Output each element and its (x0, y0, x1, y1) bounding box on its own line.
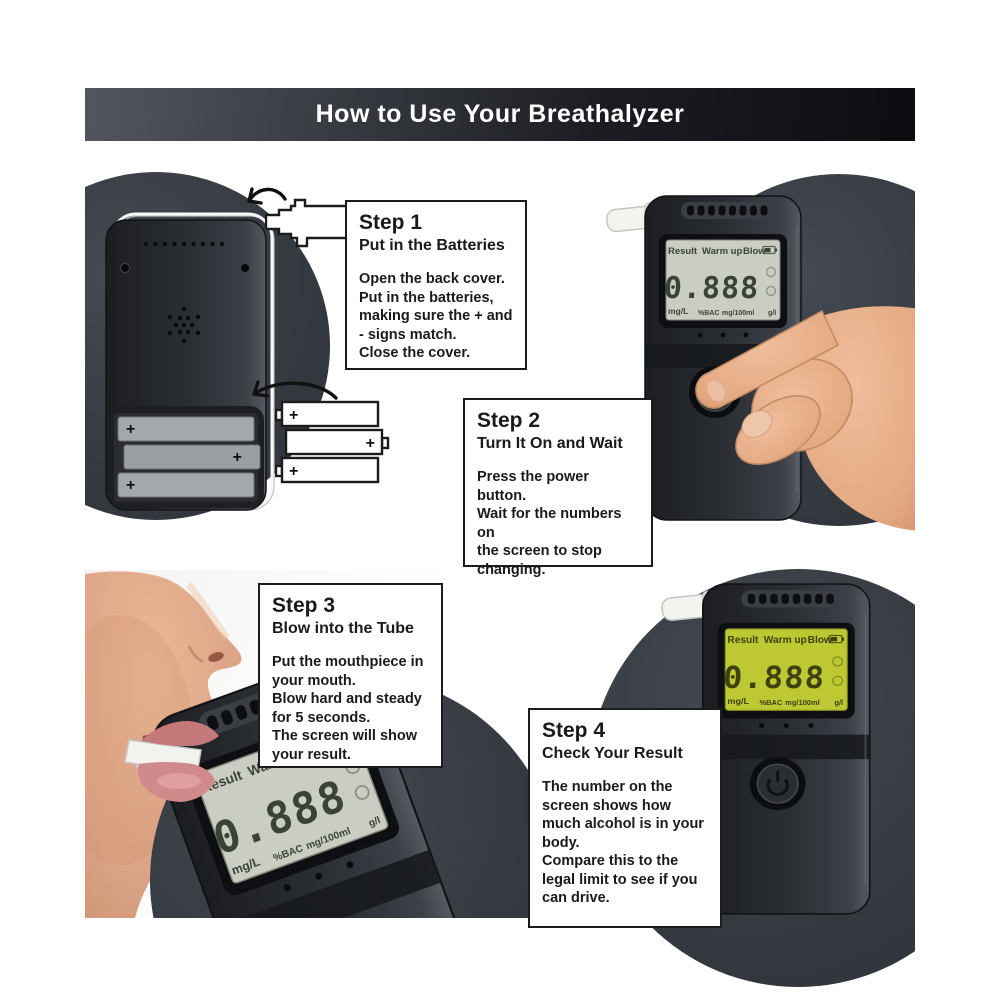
lcd-screen (665, 239, 781, 321)
nose-crease (187, 645, 204, 664)
lip-highlight (157, 773, 201, 789)
lcd-unit: %BAC (698, 310, 719, 317)
step-1-box: Step 1 Put in the Batteries Open the bac… (345, 200, 527, 370)
battery: + (117, 472, 255, 498)
battery: + (117, 416, 255, 442)
lcd-status-blow: Blow (808, 635, 833, 646)
vent-slots (687, 205, 768, 216)
device-body: Result Warm up Blow 0.888 mg/L %BAC mg/1… (644, 195, 802, 521)
battery-outline: + (275, 456, 380, 484)
screw-icon (239, 262, 251, 274)
curved-arrow-icon (247, 187, 287, 205)
step-title: Check Your Result (542, 745, 683, 763)
lcd-unit: mg/100ml (722, 310, 754, 317)
battery-icon (828, 634, 845, 644)
step-title: Put in the Batteries (359, 237, 505, 255)
lcd-reading: 0.888 (722, 661, 826, 696)
lcd-status-blow: Blow (743, 246, 766, 257)
vent-strip (681, 202, 771, 219)
power-icon (766, 771, 789, 796)
content-area: How to Use Your Breathalyzer (85, 88, 915, 987)
curved-arrow-icon (252, 380, 338, 400)
battery-icon (762, 245, 777, 255)
header-banner: How to Use Your Breathalyzer (85, 88, 915, 141)
step-3-box: Step 3 Blow into the Tube Put the mouthp… (258, 583, 443, 768)
nostril (208, 652, 224, 662)
fingernail (707, 380, 725, 402)
step-4-box: Step 4 Check Your Result The number on t… (528, 708, 722, 928)
hand-pressing-button (695, 306, 915, 531)
lcd-smiley-icon (832, 656, 844, 667)
step-instructions: The number on the screen shows how much … (542, 779, 704, 907)
lcd-status-warmup: Warm up (702, 246, 742, 257)
lcd-status-warmup: Warm up (764, 635, 807, 646)
battery-plus-sign: + (289, 407, 298, 424)
battery-outline: + (284, 428, 390, 456)
batteries-sketch: + + + (275, 400, 390, 484)
lcd-smiley-icon (765, 266, 777, 278)
lcd-status-result: Result (727, 635, 759, 646)
speaker-icon (167, 306, 201, 344)
battery-plus-sign: + (126, 477, 135, 494)
step-title: Turn It On and Wait (477, 435, 623, 453)
breathalyzer-back-view: + + + (105, 212, 275, 511)
step-number: Step 1 (359, 211, 423, 234)
step-number: Step 4 (542, 719, 606, 742)
battery-plus-sign: + (233, 449, 242, 466)
battery-plus-sign: + (126, 421, 135, 438)
lips-over-mouthpiece (124, 720, 219, 802)
battery: + (123, 444, 261, 470)
thumbnail (741, 410, 773, 438)
step-number: Step 3 (272, 594, 336, 617)
vent-dots (143, 241, 225, 247)
battery-plus-sign: + (366, 435, 375, 452)
step-2-box: Step 2 Turn It On and Wait Press the pow… (463, 398, 653, 578)
lcd-smiley-icon (832, 675, 844, 686)
lcd-unit: g/l (367, 815, 382, 829)
step-instructions: Open the back cover. Put in the batterie… (359, 271, 513, 362)
device-body: Result Warm up Blow 0.888 mg/L %BAC mg/1… (701, 583, 871, 915)
blow-demo-photo: Result Warm up Blow 0.888 mg/L %BAC mg/1… (85, 570, 560, 918)
power-button[interactable] (749, 757, 806, 811)
lcd-status-result: Result (668, 246, 698, 257)
lcd-smiley-icon (765, 285, 777, 297)
battery-outline: + (275, 400, 380, 428)
lcd-content: Result Warm up Blow 0.888 mg/L %BAC mg/1… (663, 245, 777, 317)
lcd-unit: %BAC (760, 698, 784, 707)
battery-plus-sign: + (289, 463, 298, 480)
device-back-body: + + + (105, 219, 267, 511)
step-title: Blow into the Tube (272, 620, 414, 638)
step-instructions: Press the power button. Wait for the num… (477, 469, 622, 578)
lcd-unit: g/l (834, 698, 843, 707)
lcd-content: Result Warm up Blow 0.888 mg/L %BAC mg/1… (722, 634, 845, 707)
lcd-unit: mg/100ml (785, 698, 819, 707)
lcd-screen (724, 628, 848, 711)
lcd-unit: g/l (768, 310, 776, 317)
breathalyzer-front-lit: Result Warm up Blow 0.888 mg/L %BAC mg/1… (661, 583, 871, 915)
led-indicators (697, 332, 749, 338)
lcd-unit: mg/L (668, 306, 688, 316)
step-instructions: Put the mouthpiece in your mouth. Blow h… (272, 654, 424, 763)
index-finger (695, 309, 839, 409)
lcd-reading: 0.888 (663, 271, 760, 306)
lcd-smiley-icon (354, 785, 370, 800)
breathalyzer-front: Result Warm up Blow 0.888 mg/L %BAC mg/1… (606, 195, 802, 521)
step-number: Step 2 (477, 409, 541, 432)
lcd-unit: mg/L (727, 696, 749, 706)
page-title: How to Use Your Breathalyzer (315, 100, 685, 128)
upper-lip (141, 720, 219, 747)
nose-highlight (186, 582, 230, 640)
screw-icon (119, 262, 131, 274)
mouthpiece-sketch (265, 198, 355, 248)
